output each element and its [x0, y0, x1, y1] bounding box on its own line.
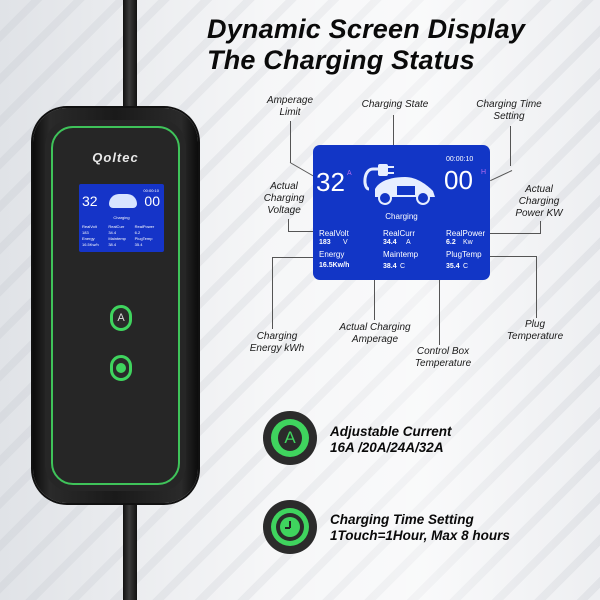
- mini-label: PlugTemp: [134, 236, 153, 241]
- mini-label: RealPower: [134, 224, 155, 229]
- leader-line: [288, 219, 289, 231]
- reading-value: 6.2: [446, 239, 456, 246]
- mini-value: 183: [82, 230, 89, 235]
- reading-label: RealPower: [446, 229, 486, 238]
- mini-label: Maintemp: [108, 236, 126, 241]
- title-line-2: The Charging Status: [207, 45, 475, 75]
- callout-actual-charging-voltage: Actual Charging Voltage: [263, 181, 305, 216]
- leader-line: [272, 257, 273, 329]
- ampere-icon-inner: A: [277, 424, 303, 452]
- hours-unit: H: [481, 169, 487, 176]
- reading-unit: C: [463, 263, 469, 270]
- callout-actual-charging-amperage: Actual Charging Amperage: [339, 322, 411, 345]
- mini-value: 34.4: [108, 230, 117, 235]
- device-mini-screen: 32 00 00:00:10 Charging RealVolt RealCur…: [79, 184, 164, 252]
- callout-amperage-limit: Amperage Limit: [266, 95, 314, 118]
- timer-button[interactable]: [110, 355, 132, 381]
- mini-car-icon: [109, 194, 137, 208]
- feature-title: Adjustable Current: [330, 424, 452, 439]
- title-line-1: Dynamic Screen Display: [207, 14, 526, 44]
- mini-value: 6.2: [134, 230, 141, 235]
- callout-charging-time-setting: Charging Time Setting: [476, 99, 542, 122]
- charging-display-screen: 32 A 00:00:10 00 H Charging RealVolt 183…: [313, 145, 490, 280]
- callout-plug-temperature: Plug Temperature: [506, 319, 564, 342]
- reading-label: RealVolt: [319, 229, 349, 238]
- callout-actual-charging-power: Actual Charging Power KW: [515, 184, 563, 219]
- reading-label: RealCurr: [383, 229, 416, 238]
- reading-unit: Kw: [463, 239, 473, 246]
- leader-line: [288, 231, 314, 232]
- mini-hours: 00: [144, 193, 160, 209]
- hours-value: 00: [444, 165, 473, 195]
- mini-label: RealVolt: [82, 224, 97, 229]
- reading-value: 183: [319, 239, 331, 246]
- feature-detail: 1Touch=1Hour, Max 8 hours: [330, 528, 510, 543]
- mini-label: Energy: [82, 236, 95, 241]
- feature-detail: 16A /20A/24A/32A: [330, 440, 444, 455]
- cable-bottom: [123, 500, 137, 600]
- ampere-icon: A: [117, 312, 125, 324]
- leader-line: [540, 221, 541, 233]
- reading-unit: C: [400, 263, 406, 270]
- feature-ampere-icon: A: [263, 411, 317, 465]
- reading-value: 16.5Kw/h: [319, 262, 350, 269]
- callout-charging-energy: Charging Energy kWh: [249, 331, 305, 354]
- leader-line: [536, 256, 537, 318]
- amperage-limit-value: 32: [316, 167, 345, 197]
- reading-label: PlugTemp: [446, 250, 482, 259]
- mini-timer: 00:00:10: [143, 188, 159, 193]
- mini-value: 35.4: [134, 242, 143, 247]
- clock-icon: [116, 363, 126, 373]
- feature-title: Charging Time Setting: [330, 512, 474, 527]
- car-plug-icon: [361, 159, 441, 207]
- mini-readings: RealVolt RealCurr RealPower 183 34.4 6.2…: [82, 224, 161, 247]
- leader-line: [510, 126, 511, 166]
- amperage-button[interactable]: A: [110, 305, 132, 331]
- green-glow-outline: [51, 126, 180, 485]
- mini-state: Charging: [113, 215, 130, 220]
- reading-unit: A: [406, 239, 411, 246]
- mini-value: 38.4: [108, 242, 117, 247]
- leader-line: [490, 256, 536, 257]
- charger-control-box: Qoltec 32 00 00:00:10 Charging RealVolt …: [33, 108, 198, 503]
- timer-value: 00:00:10: [446, 156, 474, 163]
- reading-value: 38.4: [383, 263, 397, 270]
- reading-label: Energy: [319, 250, 345, 259]
- leader-line: [439, 257, 440, 345]
- reading-unit: V: [343, 239, 348, 246]
- feature-charging-time-setting: Charging Time Setting 1Touch=1Hour, Max …: [330, 512, 510, 544]
- mini-value: 16.5Kw/h: [82, 242, 99, 247]
- leader-line: [290, 121, 291, 163]
- leader-line: [490, 233, 541, 234]
- cable-top: [123, 0, 137, 112]
- feature-clock-icon: [263, 500, 317, 554]
- reading-value: 35.4: [446, 263, 460, 270]
- callout-control-box-temperature: Control Box Temperature: [414, 346, 472, 369]
- mini-label: RealCurr: [108, 224, 125, 229]
- reading-value: 34.4: [383, 239, 397, 246]
- amperage-unit: A: [347, 170, 352, 177]
- device-face: Qoltec 32 00 00:00:10 Charging RealVolt …: [45, 120, 186, 491]
- clock-icon-face: [280, 517, 300, 537]
- ampere-glyph: A: [284, 428, 296, 447]
- charging-state: Charging: [385, 212, 418, 221]
- reading-label: Maintemp: [383, 250, 419, 259]
- brand-logo: Qoltec: [92, 150, 139, 165]
- leader-line: [272, 257, 313, 258]
- callout-charging-state: Charging State: [361, 99, 429, 110]
- mini-amperage: 32: [82, 193, 98, 209]
- page-title: Dynamic Screen Display The Charging Stat…: [207, 14, 525, 76]
- feature-adjustable-current: Adjustable Current 16A /20A/24A/32A: [330, 424, 452, 456]
